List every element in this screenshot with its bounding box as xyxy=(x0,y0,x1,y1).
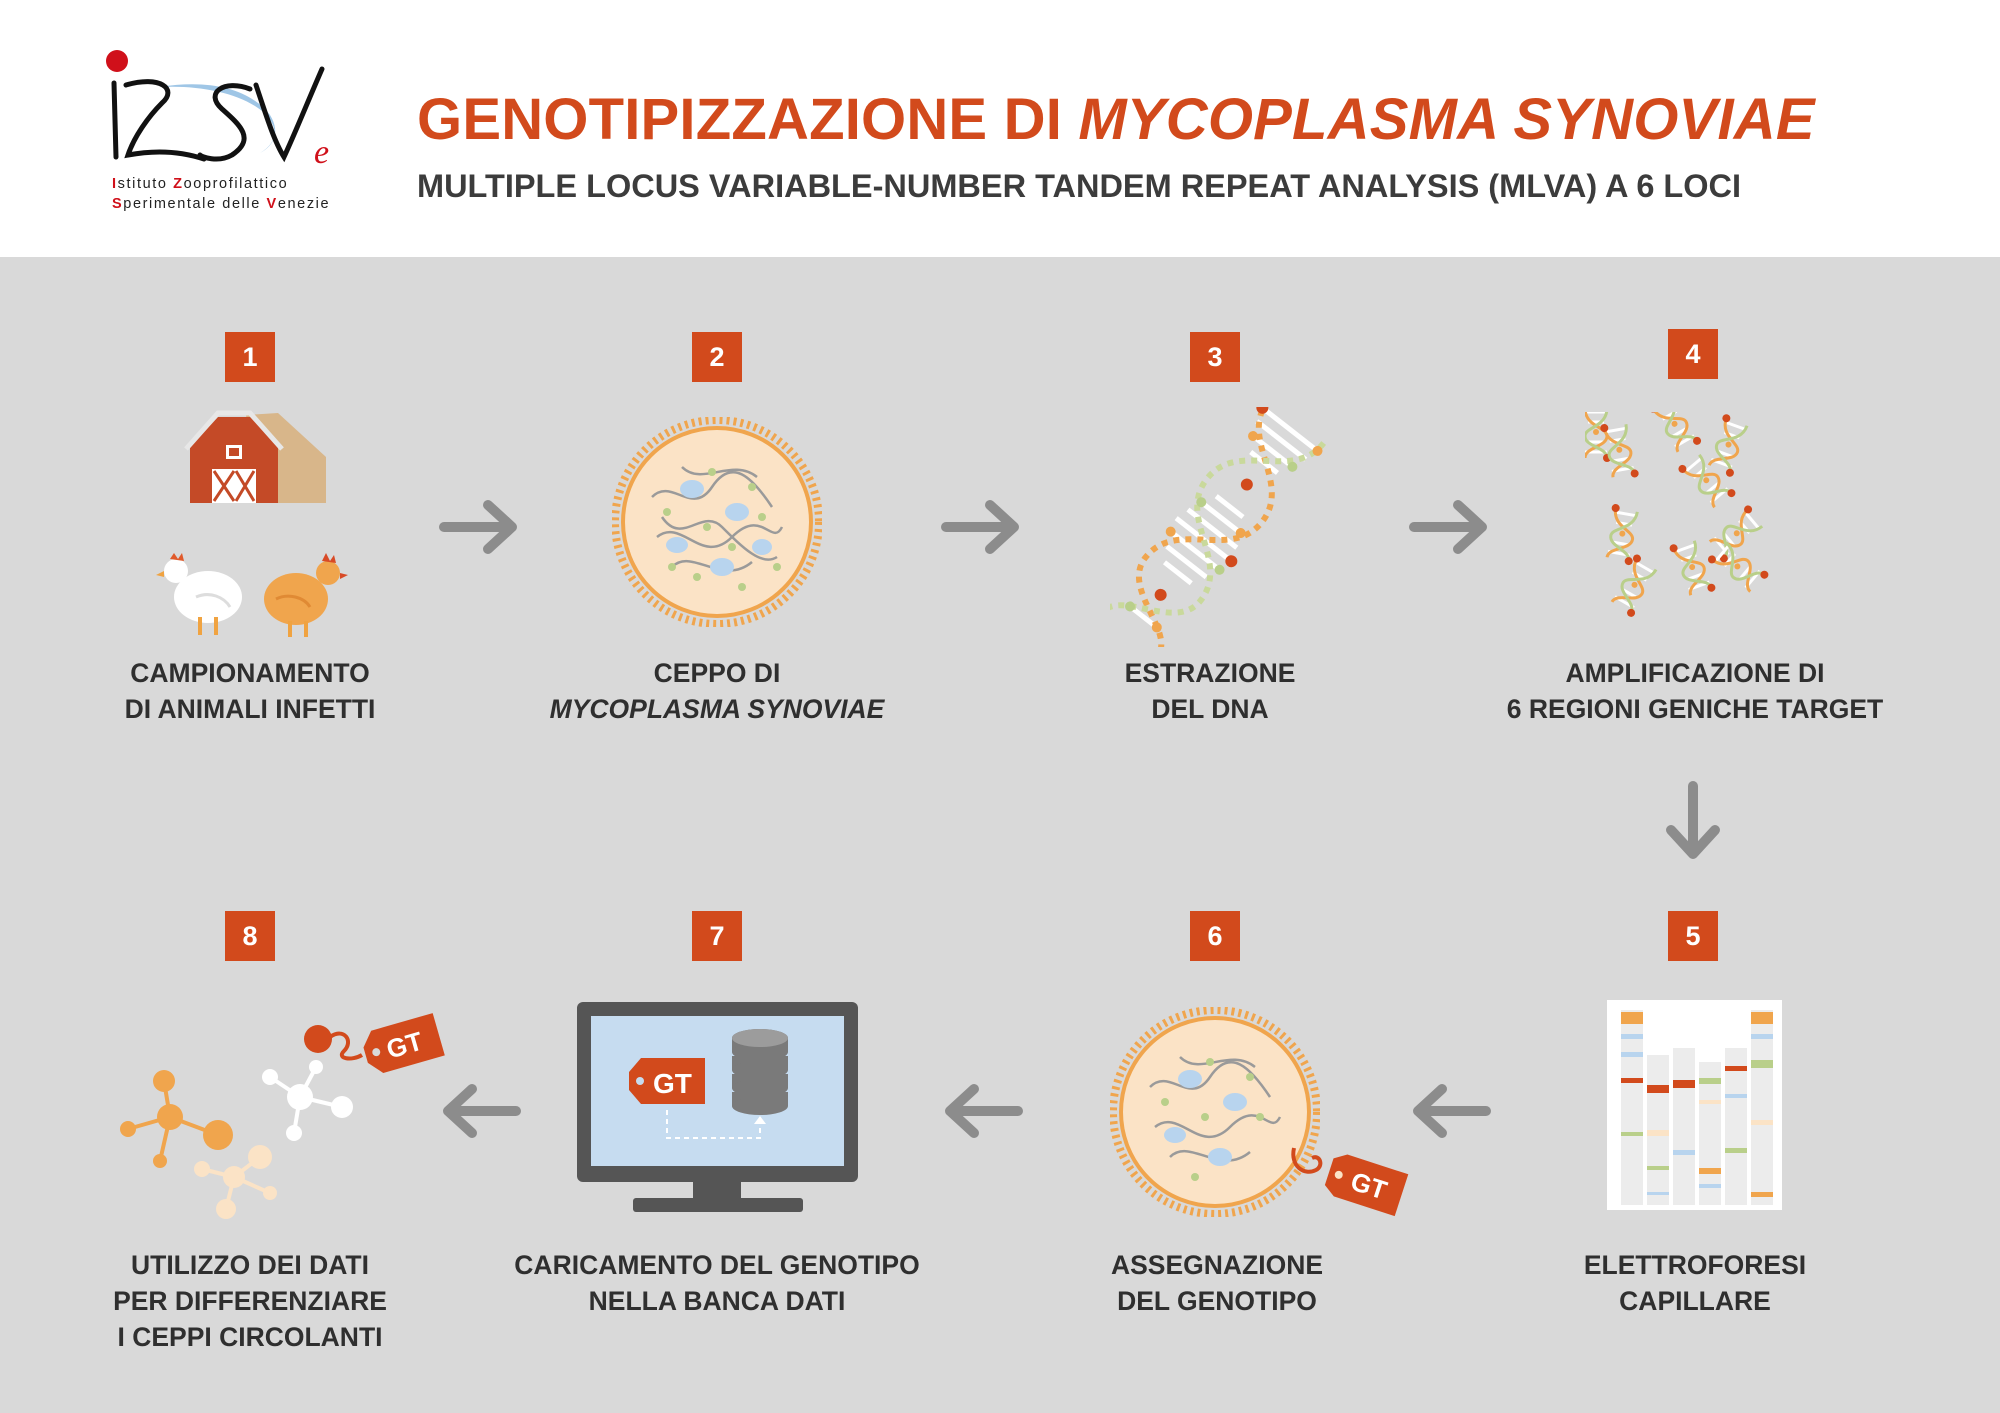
step-8-badge: 8 xyxy=(225,911,275,961)
page-title: GENOTIPIZZAZIONE DI MYCOPLASMA SYNOVIAE xyxy=(417,87,1815,152)
network-genotype-icon: GT xyxy=(120,1013,445,1219)
step-6-badge: 6 xyxy=(1190,911,1240,961)
genotype-tag-icon: GT xyxy=(1291,1147,1409,1217)
cell-genotype-tag-icon xyxy=(1110,1007,1320,1217)
logo-text-line2: Sperimentale delle Venezie xyxy=(112,196,331,212)
arrow-right-icon xyxy=(1409,500,1487,554)
arrow-right-icon xyxy=(941,500,1019,554)
logo-text-line1: Istituto Zooprofilattico xyxy=(112,176,289,192)
izsve-logo-mark: e xyxy=(106,50,329,171)
monitor-database-icon: GT xyxy=(577,1002,858,1212)
step-7-badge: 7 xyxy=(692,911,742,961)
arrow-left-icon xyxy=(1413,1084,1491,1138)
svg-text:e: e xyxy=(314,134,329,171)
page-subtitle: MULTIPLE LOCUS VARIABLE-NUMBER TANDEM RE… xyxy=(417,168,1742,204)
step-1-badge: 1 xyxy=(225,332,275,382)
dna-fragments-icon xyxy=(1585,412,1772,620)
arrow-left-icon xyxy=(443,1084,521,1138)
step-3-badge: 3 xyxy=(1190,332,1240,382)
arrow-left-icon xyxy=(945,1084,1023,1138)
izsve-logo: e Istituto Zooprofilattico Sperimentale … xyxy=(100,45,350,220)
monitor-tag-text: GT xyxy=(653,1068,692,1099)
step-5-badge: 5 xyxy=(1668,911,1718,961)
dna-helix-icon xyxy=(1110,407,1327,647)
step-4-badge: 4 xyxy=(1668,329,1718,379)
farm-chickens-icon xyxy=(156,410,348,637)
header: e Istituto Zooprofilattico Sperimentale … xyxy=(0,0,2000,257)
step-2-badge: 2 xyxy=(692,332,742,382)
electrophoresis-gel-icon xyxy=(1607,1000,1782,1210)
mycoplasma-cell-icon xyxy=(612,417,822,627)
arrow-right-icon xyxy=(439,500,517,554)
arrow-down-icon xyxy=(1666,781,1720,859)
